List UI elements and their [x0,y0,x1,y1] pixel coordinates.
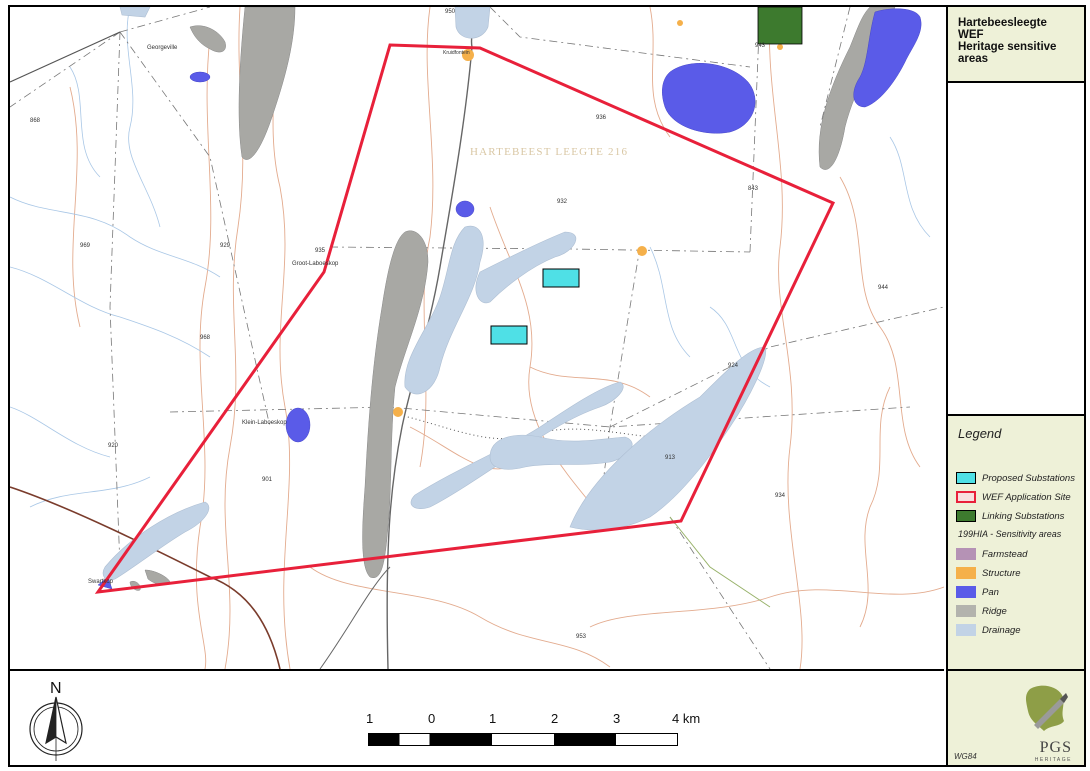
pgs-logo-icon [1026,685,1068,731]
legend-item-farmstead: Farmstead [956,547,1027,561]
farm-name-label: HARTEBEEST LEEGTE 216 [470,146,628,158]
spot-height: 935 [315,248,326,254]
spot-height: 953 [576,634,587,640]
legend-swatch [956,548,976,560]
legend-swatch [956,586,976,598]
spot-height: 943 [755,43,766,49]
logo-panel: PGS HERITAGE WG84 [946,669,1084,765]
legend-swatch [956,567,976,579]
logo-tagline: HERITAGE [1034,757,1072,763]
legend-swatch [956,624,976,636]
legend-label: Linking Substations [982,510,1065,522]
datum-label: WG84 [954,752,977,761]
legend-label: WEF Application Site [982,491,1071,503]
title-line-4: areas [958,53,989,65]
streams [10,7,931,508]
spot-height: 936 [596,115,607,121]
spot-height: 929 [220,243,231,249]
legend-swatch [956,472,976,484]
legend-item-drainage: Drainage [956,623,1021,637]
drainage-areas [102,7,767,581]
scale-label: 0 [428,711,436,726]
legend-swatch [956,605,976,617]
legend-swatch [956,510,976,522]
spot-height: 901 [262,477,273,483]
title-line-1: Hartebeesleegte [958,17,1047,29]
legend-title: Legend [958,426,1002,441]
spot-height: 932 [557,199,568,205]
scale-bar [368,733,678,746]
legend-item-linking-substations: Linking Substations [956,509,1064,523]
dotted-track [399,414,711,440]
sidebar-blank-panel [946,83,1084,414]
proposed-substation-2[interactable] [490,325,528,345]
legend-label: Ridge [982,605,1007,617]
scale-label: 1 [489,711,497,726]
place-label-swartkop: Swartkop [88,579,114,585]
legend-label: Farmstead [982,548,1028,560]
scale-label: 3 [613,711,621,726]
legend-item-wef-application-site: WEF Application Site [956,490,1071,504]
pan-areas [97,8,922,590]
legend-item-ridge: Ridge [956,604,1007,618]
linking-substation[interactable] [757,7,803,45]
place-label-klein-laboeskop: Klein-Laboeskop [242,420,287,426]
legend-item-proposed-substations: Proposed Substations [956,471,1075,485]
spot-height: 868 [30,118,41,124]
place-label-kruidfontein: Kruidfontein [443,50,470,56]
legend-group-label: 199HIA - Sensitivity areas [958,529,1062,539]
legend-label: Proposed Substations [982,472,1075,484]
legend-label: Drainage [982,624,1021,636]
spot-height: 934 [775,493,786,499]
wef-application-site-boundary[interactable] [94,43,836,594]
bottom-bar: N 1 0 1 2 3 4 km [10,669,944,765]
legend-item-structure: Structure [956,566,1021,580]
north-arrow-icon: N [29,680,83,761]
legend-panel: Legend Proposed Substations WEF Applicat… [946,414,1084,669]
map-text: HARTEBEEST LEEGTE 216 Georgeville Groot-… [30,9,889,640]
spot-height: 968 [200,335,211,341]
map-canvas[interactable]: HARTEBEEST LEEGTE 216 Georgeville Groot-… [10,7,944,669]
scale-label: 4 km [672,711,701,726]
spot-height: 950 [445,9,456,15]
spot-height: 969 [80,243,91,249]
legend-item-pan: Pan [956,585,999,599]
title-line-2: WEF [958,29,984,41]
title-line-3: Heritage sensitive [958,41,1057,53]
spot-height: 924 [728,363,739,369]
place-label-georgeville: Georgeville [147,45,178,51]
structure-points [393,20,783,417]
map-title-panel: Hartebeesleegte WEF Heritage sensitive a… [946,7,1084,83]
spot-height: 944 [878,285,889,291]
proposed-substation-1[interactable] [542,268,580,288]
spot-height: 920 [108,443,119,449]
spot-height: 913 [665,455,676,461]
legend-label: Pan [982,586,999,598]
place-label-groot-laboeskop: Groot-Laboeskop [292,261,339,267]
legend-label: Structure [982,567,1021,579]
spot-height: 843 [748,186,759,192]
north-label: N [50,680,62,697]
logo-name: PGS [1039,739,1072,756]
legend-swatch [956,491,976,503]
scale-label: 1 [366,711,374,726]
scale-label: 2 [551,711,559,726]
